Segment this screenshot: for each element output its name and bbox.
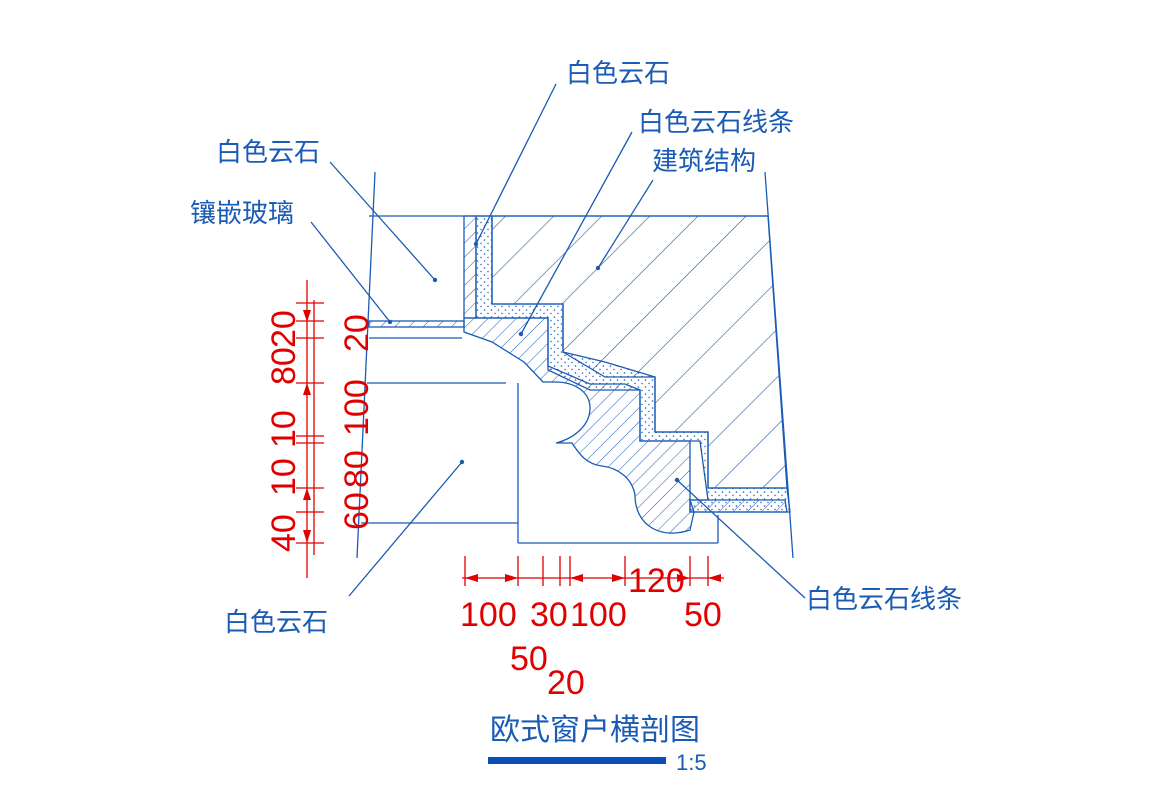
- glass-pane: [368, 320, 465, 328]
- dim-h-30: 30: [530, 596, 568, 634]
- mortar-upright: [463, 215, 477, 319]
- dim-v-10-a: 10: [265, 410, 303, 448]
- molding-lower-strip: [689, 499, 788, 513]
- horizontal-dimension-labels: 100 30 100 120 50 50 20: [460, 562, 722, 702]
- label-molding-bottom: 白色云石线条: [806, 585, 962, 615]
- dim-h-120: 120: [628, 562, 685, 600]
- drawing-scale: 1:5: [676, 750, 707, 775]
- dim-v-80-right: 80: [338, 450, 376, 488]
- dim-h-50-right: 50: [684, 596, 722, 634]
- dim-v-100: 100: [338, 379, 376, 436]
- stone-molding: [463, 317, 695, 534]
- dim-v-20-top: 20: [265, 310, 303, 348]
- horizontal-dimension-chain: [462, 556, 724, 586]
- label-stone-bottom: 白色云石: [224, 608, 328, 638]
- dim-h-50-below: 50: [510, 640, 548, 678]
- dim-v-80: 80: [265, 347, 303, 385]
- dim-v-20-right: 20: [338, 314, 376, 352]
- leader-lines: [310, 83, 806, 599]
- dim-h-20-below: 20: [547, 664, 585, 702]
- label-molding-top: 白色云石线条: [638, 108, 794, 138]
- title-underline: [488, 757, 666, 764]
- dim-h-100-b: 100: [570, 596, 627, 634]
- dim-h-100-a: 100: [460, 596, 517, 634]
- drawing-title: 欧式窗户横剖图: [490, 713, 700, 748]
- label-structure: 建筑结构: [652, 147, 756, 177]
- dim-v-10-b: 10: [265, 458, 303, 496]
- vertical-dimension-chain: [296, 280, 324, 578]
- dim-v-60: 60: [338, 492, 376, 530]
- label-stone-top: 白色云石: [566, 59, 670, 89]
- dim-v-40: 40: [265, 514, 303, 552]
- material-labels: 白色云石 白色云石线条 建筑结构 白色云石 镶嵌玻璃 白色云石 白色云石线条: [190, 59, 962, 638]
- label-stone-left: 白色云石: [216, 138, 320, 168]
- label-glass: 镶嵌玻璃: [190, 199, 294, 229]
- vertical-dimension-labels: 20 80 10 10 40 20 100 80 60: [265, 310, 376, 552]
